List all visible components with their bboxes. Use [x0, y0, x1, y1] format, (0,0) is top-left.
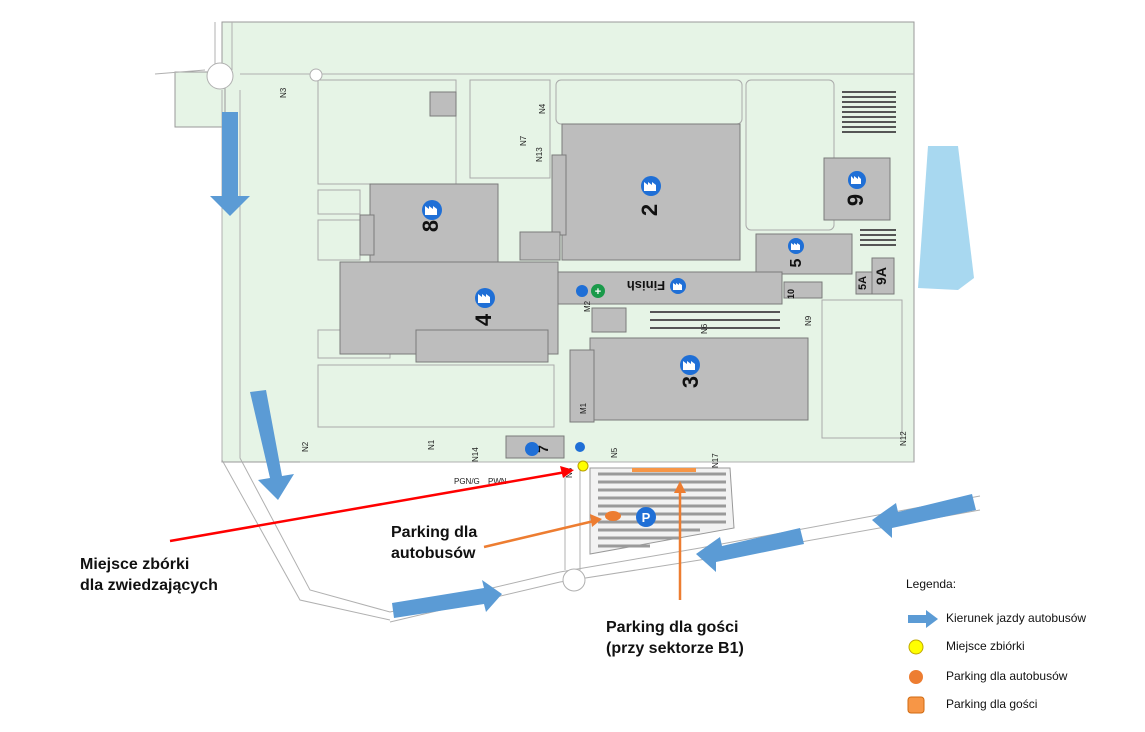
guest-parking-line2: (przy sektorze B1) [606, 640, 744, 657]
factory-icon [525, 442, 539, 456]
blue-arrow-icon [696, 528, 804, 572]
gate-n7-label: N7 [519, 135, 528, 146]
guest-parking-callout: Parking dla gości (przy sektorze B1) [606, 617, 744, 659]
gate-n9-label: N9 [804, 315, 813, 326]
factory-icons: + [422, 171, 866, 456]
guest-parking-marker [632, 468, 696, 472]
blue-arrow-icon [872, 494, 976, 538]
bus-parking-line2: autobusów [391, 545, 476, 562]
legend-title: Legenda: [906, 577, 957, 591]
blue-arrow-icon [210, 112, 250, 216]
legend-item-assembly-point: Miejsce zbiórki [896, 636, 1136, 660]
legend: Legenda: Kierunek jazdy autobusów Miejsc… [896, 574, 1136, 724]
building-numbers: 8 2 9 5 4 3 7 5A 9A 10 Finish [418, 194, 889, 453]
bus-direction-arrows [210, 112, 976, 618]
assembly-point-callout-line [169, 470, 567, 543]
finish-building [557, 271, 783, 305]
bus-parking-callout-line [483, 519, 595, 549]
assembly-point-line2: dla zwiedzających [80, 577, 218, 594]
building-8-label: 8 [418, 220, 443, 232]
staff-parking-stripes [650, 91, 896, 329]
orange-dot-icon [909, 670, 923, 684]
legend-label-bus-parking: Parking dla autobusów [946, 669, 1068, 683]
assembly-point-marker [577, 460, 589, 472]
gate-n13-label: N13 [535, 147, 544, 162]
gate-n1-label: N1 [427, 439, 436, 450]
legend-label-guest-parking: Parking dla gości [946, 697, 1038, 711]
guest-parking-line1: Parking dla gości [606, 619, 739, 636]
blue-arrow-icon [908, 610, 938, 628]
gate-n2-label: N2 [301, 441, 310, 452]
bus-parking-callout: Parking dla autobusów [391, 522, 477, 564]
svg-text:+: + [595, 286, 601, 298]
building-8 [369, 183, 499, 265]
buildings [339, 91, 895, 459]
blue-arrow-icon [250, 390, 294, 500]
finish-label: Finish [627, 278, 665, 293]
gate-n17-label: N17 [711, 453, 720, 468]
building-5a-label: 5A [857, 276, 869, 290]
building-9a-label: 9A [873, 267, 889, 285]
guest-parking-lot: P [589, 467, 735, 555]
gate-n3-label: N3 [279, 87, 288, 98]
parking-icon [636, 507, 656, 527]
gate-m1-label: M1 [579, 402, 588, 414]
bus-parking-marker [605, 511, 621, 521]
legend-item-bus-parking: Parking dla autobusów [896, 666, 1136, 690]
legend-item-bus-direction: Kierunek jazdy autobusów [896, 608, 1136, 632]
callout-lines [169, 466, 686, 600]
building-2-label: 2 [637, 204, 662, 216]
info-icon [576, 285, 588, 297]
building-5-label: 5 [788, 258, 805, 267]
info-icon [575, 442, 585, 452]
legend-label-assembly-point: Miejsce zbiórki [946, 639, 1025, 653]
assembly-point-callout: Miejsce zbórki dla zwiedzających [80, 554, 218, 596]
gate-pgn-label: PGN/G [454, 477, 480, 486]
building-3-label: 3 [678, 376, 703, 388]
first-aid-icon [591, 284, 605, 298]
gate-pwn-label: PWN [488, 477, 507, 486]
yellow-dot-icon [908, 639, 924, 655]
building-10-label: 10 [786, 289, 796, 299]
legend-item-guest-parking: Parking dla gości [896, 694, 1136, 718]
orange-square-icon [907, 696, 925, 714]
building-7-label: 7 [535, 445, 551, 453]
gate-n12-label: N12 [899, 431, 908, 446]
gate-n5-label: N5 [610, 447, 619, 458]
gate-labels: N3 N4 N7 N13 M2 N9 N6 M1 N12 N2 N1 N14 N… [279, 87, 908, 486]
building-4-label: 4 [471, 313, 496, 326]
gate-n4-label: N4 [538, 103, 547, 114]
building-9a [871, 257, 895, 295]
gate-n14-label: N14 [471, 447, 480, 462]
bus-parking-line1: Parking dla [391, 524, 478, 541]
legend-label-bus-direction: Kierunek jazdy autobusów [946, 611, 1087, 625]
building-9-label: 9 [843, 194, 868, 206]
building-5 [755, 233, 853, 275]
gate-m2-label: M2 [583, 300, 592, 312]
gate-n6-label: N6 [700, 323, 709, 334]
svg-text:P: P [642, 510, 651, 525]
blue-arrow-icon [392, 580, 502, 618]
assembly-point-line1: Miejsce zbórki [80, 556, 190, 573]
building-3 [589, 337, 809, 421]
pond [918, 146, 974, 290]
